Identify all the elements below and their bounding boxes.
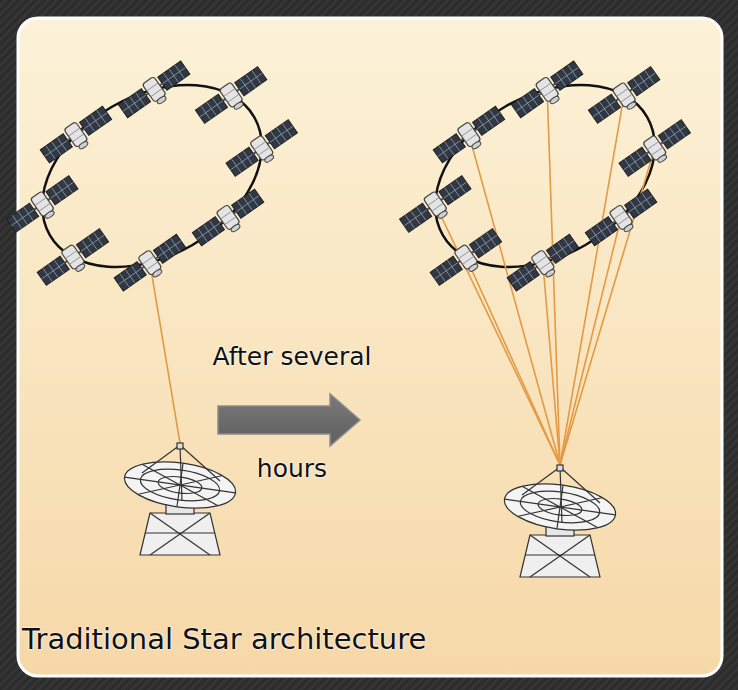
ground-station-dish xyxy=(121,443,238,555)
satellite-icon xyxy=(505,232,582,297)
arrow-label: After several xyxy=(212,342,371,371)
satellite-icon xyxy=(117,59,194,124)
orbit-ring xyxy=(403,48,687,305)
satellite-icon xyxy=(398,173,475,238)
satellite-icon xyxy=(432,104,509,169)
downlink-line xyxy=(560,217,621,465)
satellite-icon xyxy=(617,117,694,182)
satellite-icon xyxy=(587,64,664,129)
satellite-icon xyxy=(5,173,82,238)
scene xyxy=(5,48,695,577)
satellite-icon xyxy=(191,187,268,252)
satellite-constellation xyxy=(398,48,695,577)
ground-station-dish xyxy=(501,465,618,577)
arrow-label: hours xyxy=(257,454,327,483)
satellite-icon xyxy=(584,187,661,252)
satellite-icon xyxy=(510,59,587,124)
satellite-icon xyxy=(224,117,301,182)
panel xyxy=(18,18,722,676)
downlink-line xyxy=(469,135,560,465)
satellite-icon xyxy=(39,104,116,169)
downlink-line xyxy=(560,95,624,465)
block-arrow xyxy=(218,394,360,446)
caption: Traditional Star architecture xyxy=(22,622,426,656)
satellite-icon xyxy=(112,232,189,297)
satellite-icon xyxy=(428,226,505,291)
satellite-icon xyxy=(194,64,271,129)
downlink-line xyxy=(150,263,180,443)
orbit-ring xyxy=(10,48,294,305)
satellite-icon xyxy=(35,226,112,291)
